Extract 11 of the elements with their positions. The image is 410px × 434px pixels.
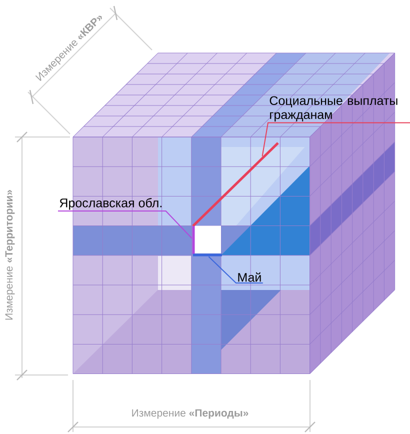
highlight-line: [193, 254, 222, 256]
highlight-line: [192, 142, 279, 227]
callout-text: Ярославская обл.: [60, 198, 162, 210]
leader-line: [58, 210, 192, 239]
callout-text: Май: [238, 272, 261, 282]
dimension-label: Измерение «Территории»: [5, 190, 15, 320]
leader-line: [208, 256, 264, 284]
leader-line: [262, 122, 410, 157]
highlight-line: [192, 226, 195, 254]
callout-text: Социальные выплаты гражданам: [270, 96, 398, 122]
dimension-label: Измерение «Периоды»: [132, 409, 248, 419]
